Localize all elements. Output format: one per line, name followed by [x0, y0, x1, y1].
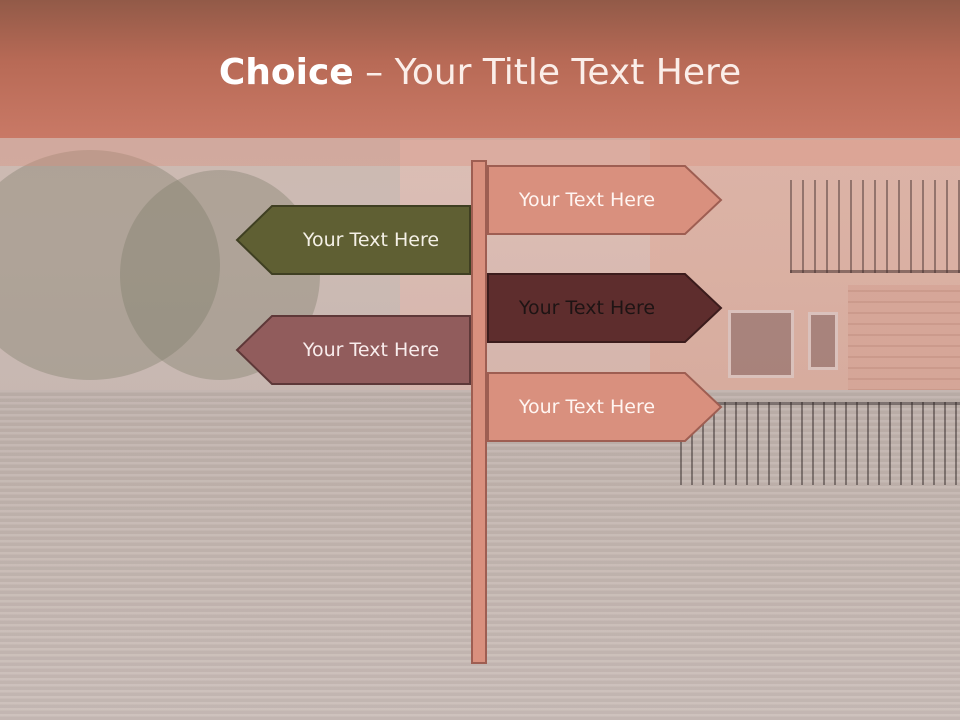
background-fence: [680, 402, 960, 485]
background-balcony: [790, 180, 960, 273]
sign-left-1-label: Your Text Here: [302, 229, 440, 251]
sign-right-3[interactable]: Your Text Here: [487, 372, 723, 442]
sign-left-2-label: Your Text Here: [302, 339, 440, 361]
slide-title-rest: – Your Title Text Here: [353, 52, 742, 93]
sign-right-1-label: Your Text Here: [518, 189, 656, 211]
sign-left-1[interactable]: Your Text Here: [235, 205, 471, 275]
sign-right-1[interactable]: Your Text Here: [487, 165, 723, 235]
sign-left-1-shape: [235, 205, 471, 275]
slide-title-bold: Choice: [218, 52, 354, 93]
slide-title[interactable]: Choice – Your Title Text Here: [0, 52, 960, 93]
sign-right-2-label: Your Text Here: [518, 297, 656, 319]
sign-right-1-shape: [487, 165, 723, 235]
title-band: [0, 0, 960, 138]
sign-right-2[interactable]: Your Text Here: [487, 273, 723, 343]
sign-right-3-label: Your Text Here: [518, 396, 656, 418]
background-tree: [0, 150, 220, 380]
signpost-pole: [471, 160, 487, 664]
sign-left-2-shape: [235, 315, 471, 385]
sign-right-3-shape: [487, 372, 723, 442]
sign-left-2[interactable]: Your Text Here: [235, 315, 471, 385]
background-window: [728, 310, 794, 378]
background-window: [808, 312, 838, 370]
sign-right-2-shape: [487, 273, 723, 343]
